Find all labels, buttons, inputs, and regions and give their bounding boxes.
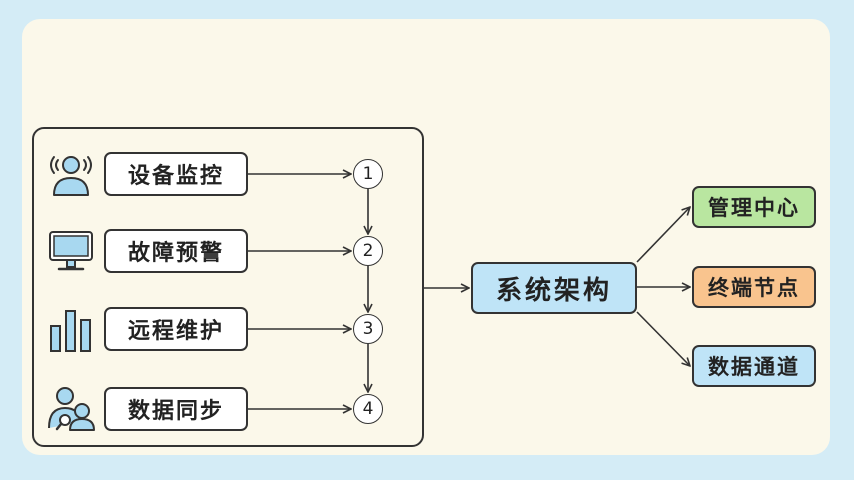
bar-chart-icon	[50, 310, 91, 352]
arrow-center-to-output-1	[636, 207, 690, 263]
item-box-data-sync: 数据同步	[104, 387, 248, 431]
output-box-management-center: 管理中心	[692, 186, 816, 228]
step-number-1: 1	[353, 159, 383, 189]
step-number-3: 3	[353, 314, 383, 344]
arrow-center-to-output-3	[636, 311, 690, 366]
monitor-icon	[49, 231, 93, 271]
output-box-data-channel: 数据通道	[692, 345, 816, 387]
step-number-2: 2	[353, 236, 383, 266]
user-signal-icon	[50, 156, 92, 196]
item-box-device-monitoring: 设备监控	[104, 152, 248, 196]
output-box-terminal-node: 终端节点	[692, 266, 816, 308]
center-box-system-architecture: 系统架构	[471, 262, 637, 314]
item-box-remote-maintenance: 远程维护	[104, 307, 248, 351]
step-number-4: 4	[353, 394, 383, 424]
item-box-fault-warning: 故障预警	[104, 229, 248, 273]
users-icon	[48, 387, 95, 431]
feature-group-frame	[32, 127, 424, 447]
